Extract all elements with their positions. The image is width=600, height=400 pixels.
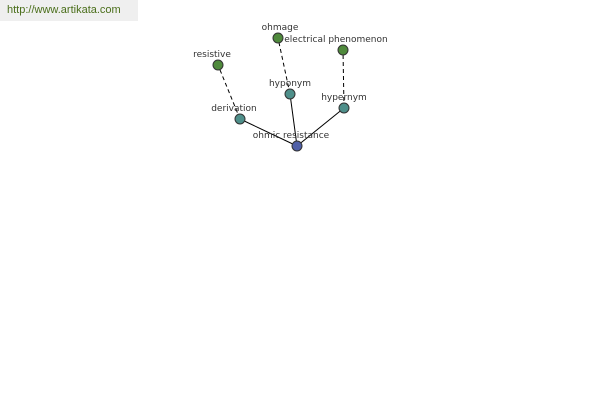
edge-center-hypernym — [296, 107, 345, 147]
label-electrical-phenomenon: electrical phenomenon — [284, 35, 387, 45]
label-hyponym: hyponym — [269, 79, 311, 89]
node-derivation[interactable] — [234, 113, 246, 125]
edge-hyponym-ohmage — [277, 37, 291, 95]
node-hyponym[interactable] — [284, 88, 296, 100]
label-hypernym: hypernym — [321, 93, 367, 103]
label-ohmic-resistance: ohmic resistance — [253, 131, 330, 141]
node-electrical-phenomenon[interactable] — [337, 44, 349, 56]
edge-center-hyponym — [289, 93, 298, 147]
node-ohmic-resistance[interactable] — [291, 140, 303, 152]
edge-derivation-resistive — [217, 64, 241, 120]
node-ohmage[interactable] — [272, 32, 284, 44]
source-url-link[interactable]: http://www.artikata.com — [0, 0, 138, 21]
edge-hypernym-electrical-phenomenon — [342, 49, 345, 109]
node-hypernym[interactable] — [338, 102, 350, 114]
label-resistive: resistive — [193, 50, 231, 60]
label-ohmage: ohmage — [262, 23, 299, 33]
label-derivation: derivation — [211, 104, 257, 114]
node-resistive[interactable] — [212, 59, 224, 71]
edge-center-derivation — [239, 118, 298, 147]
